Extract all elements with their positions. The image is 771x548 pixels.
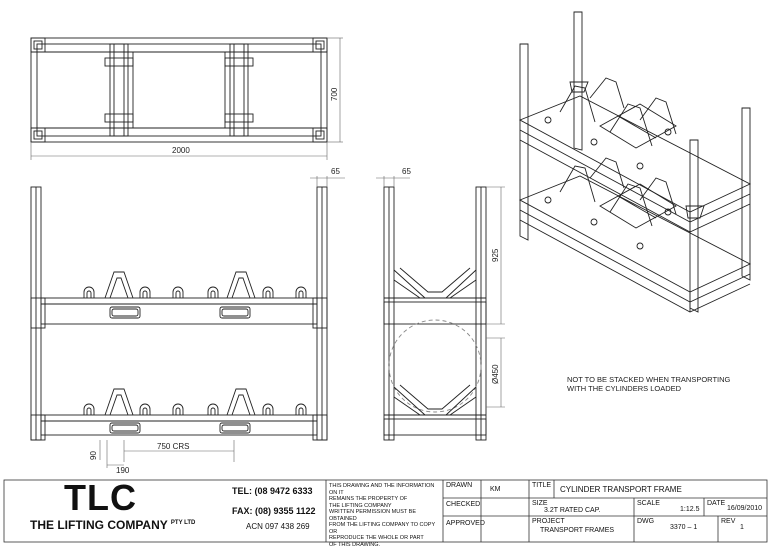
dwg-label: DWG bbox=[637, 518, 654, 525]
dim-centres: 750 CRS bbox=[157, 442, 189, 451]
date-label: DATE bbox=[707, 500, 725, 507]
company-name: THE LIFTING COMPANY PTY LTD bbox=[30, 518, 195, 532]
size-value: 3.2T RATED CAP. bbox=[544, 507, 600, 514]
size-label: SIZE bbox=[532, 500, 548, 507]
dim-side-post: 65 bbox=[402, 167, 411, 176]
note-line-1: NOT TO BE STACKED WHEN TRANSPORTING bbox=[567, 375, 731, 384]
dim-side-height: 925 bbox=[491, 248, 500, 262]
dim-base: 90 bbox=[89, 451, 98, 460]
disclaimer-line: FROM THE LIFTING COMPANY TO COPY OR bbox=[329, 522, 443, 535]
company-suffix: PTY LTD bbox=[171, 520, 195, 526]
drawn-value: KM bbox=[490, 486, 501, 493]
checked-label: CHECKED bbox=[446, 501, 480, 508]
dim-plan-width: 2000 bbox=[172, 146, 190, 155]
disclaimer-line: THIS DRAWING AND THE INFORMATION ON IT bbox=[329, 483, 443, 496]
rev-value: 1 bbox=[740, 524, 744, 531]
dim-cylinder-diameter: Ø450 bbox=[491, 364, 500, 384]
disclaimer-line: WRITTEN PERMISSION MUST BE OBTAINED bbox=[329, 509, 443, 522]
project-value: TRANSPORT FRAMES bbox=[540, 527, 614, 534]
project-label: PROJECT bbox=[532, 518, 565, 525]
fax-number: FAX: (08) 9355 1122 bbox=[232, 506, 316, 516]
company-name-text: THE LIFTING COMPANY bbox=[30, 518, 168, 532]
company-logo: TLC bbox=[64, 478, 137, 518]
acn-number: ACN 097 438 269 bbox=[246, 522, 310, 531]
dim-plan-height: 700 bbox=[330, 87, 339, 101]
scale-label: SCALE bbox=[637, 500, 660, 507]
dwg-value: 3370 – 1 bbox=[670, 524, 697, 531]
dim-offset: 190 bbox=[116, 466, 130, 475]
scale-value: 1:12.5 bbox=[680, 506, 699, 513]
drawn-label: DRAWN bbox=[446, 482, 472, 489]
title-label: TITLE bbox=[532, 482, 551, 489]
rev-label: REV bbox=[721, 518, 735, 525]
phone-number: TEL: (08 9472 6333 bbox=[232, 486, 313, 496]
note-line-2: WITH THE CYLINDERS LOADED bbox=[567, 384, 682, 393]
title-value: CYLINDER TRANSPORT FRAME bbox=[560, 485, 682, 494]
dim-front-post: 65 bbox=[331, 167, 340, 176]
copyright-notice: THIS DRAWING AND THE INFORMATION ON IT R… bbox=[329, 483, 443, 548]
approved-label: APPROVED bbox=[446, 520, 485, 527]
date-value: 16/09/2010 bbox=[727, 505, 762, 512]
